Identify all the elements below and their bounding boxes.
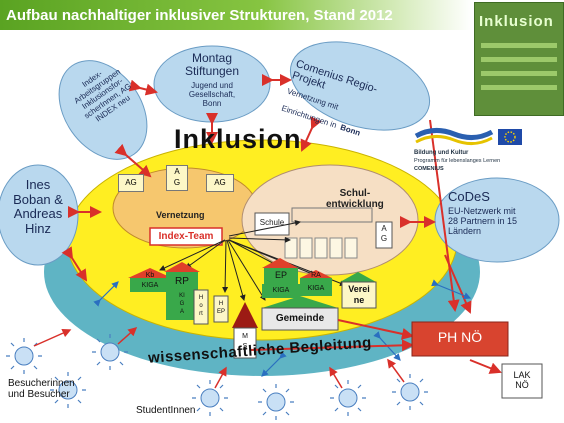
schule-label: Schule <box>256 219 288 228</box>
kb-label: Kb <box>140 272 160 280</box>
vernetzung-label: Vernetzung <box>156 210 205 220</box>
codes-title: CoDeS <box>448 190 490 205</box>
ines-text: Ines Boban & Andreas Hinz <box>6 178 70 236</box>
gemeinde-label: Gemeinde <box>262 313 338 324</box>
ag-left-box: AG <box>118 174 144 192</box>
sun-icon <box>101 343 119 361</box>
ag-right-box: AG <box>206 174 234 192</box>
ra-label: RA <box>304 272 328 280</box>
eu-comenius-logo: Bildung und Kultur Programm für lebensla… <box>414 126 524 176</box>
kiga2-label: KIGA <box>262 287 300 295</box>
ep-label: EP <box>264 270 298 280</box>
eu-line1: Bildung und Kultur <box>414 150 468 157</box>
sun-icon <box>201 389 219 407</box>
besucher-label: Besucherinnen und Besucher <box>8 378 75 400</box>
kiga3-label: KIGA <box>300 285 332 293</box>
schul-sub-box <box>345 238 357 258</box>
eu-flag-icon <box>414 126 524 148</box>
studenten-label: StudentInnen <box>136 405 196 416</box>
montag-sub: Jugend und Gesellschaft, Bonn <box>172 82 252 109</box>
montag-title: Montag Stiftungen <box>168 52 256 79</box>
sun-icon <box>339 389 357 407</box>
lak-label: LAK NÖ <box>502 370 542 390</box>
rp-label: RP <box>166 276 198 287</box>
sun-icon <box>401 383 419 401</box>
sun-icon <box>15 347 33 365</box>
arrow-ph-lak <box>470 360 500 372</box>
vereine-label: Verei ne <box>342 284 376 306</box>
schul-sub-box <box>315 238 327 258</box>
hep-label: H EP <box>214 300 228 316</box>
ph-noe-label: PH NÖ <box>412 330 508 346</box>
ag-schule-label: A G <box>376 224 392 244</box>
eu-line3: COMENIUS <box>414 166 444 172</box>
ag-mid-box: A G <box>166 165 188 191</box>
schul-sub-box <box>285 238 297 258</box>
comenius-bold: Bonn <box>339 123 361 138</box>
schul-sub-box <box>330 238 342 258</box>
eu-line2: Programm für lebenslanges Lernen <box>414 158 500 164</box>
kiga1-label: KIGA <box>130 282 170 290</box>
center-title: Inklusion <box>174 124 302 154</box>
hort-label: H o rt <box>194 294 208 318</box>
schul-sub-box <box>300 238 312 258</box>
sun-icon <box>267 393 285 411</box>
schulentwicklung-label: Schul- entwicklung <box>326 188 384 210</box>
codes-sub: EU-Netzwerk mit 28 Partnern in 15 Länder… <box>448 206 517 236</box>
index-team-label: Index-Team <box>150 231 222 242</box>
